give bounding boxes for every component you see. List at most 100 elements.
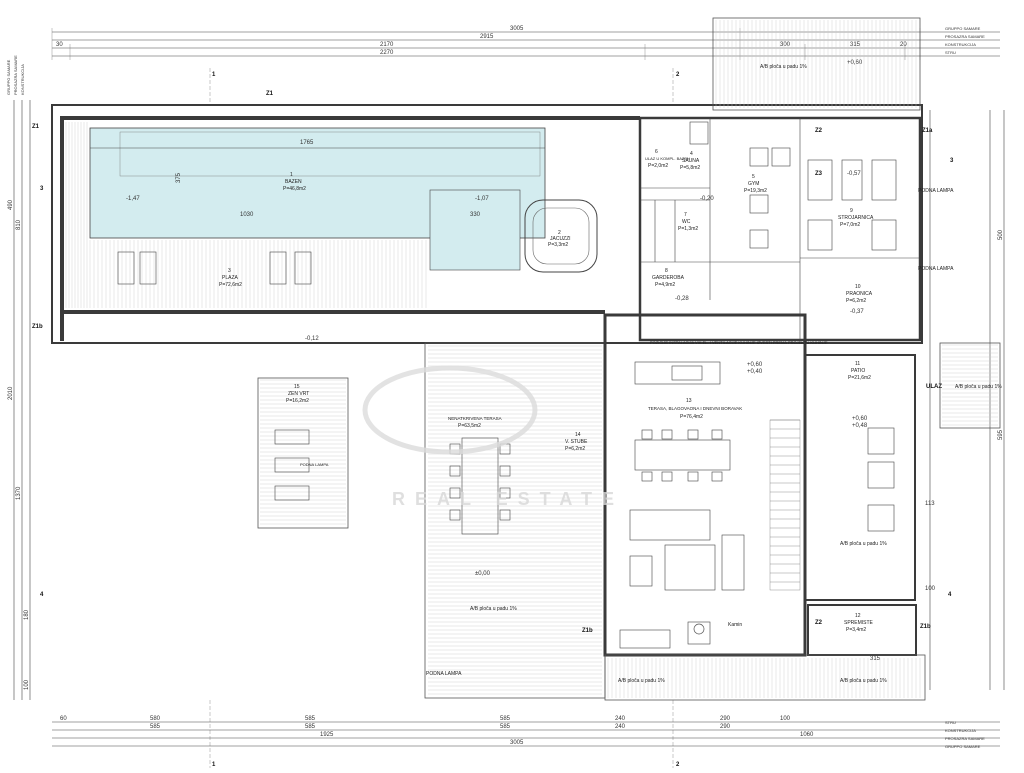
dim-top-b: 2170 [380,42,394,48]
dim-right-e: 315 [870,656,881,662]
pool-level-a: -1,47 [126,196,140,202]
slope-note-patio: A/B ploča u padu 1% [840,541,887,547]
sauna-num: 4 [690,151,693,157]
tag-z1b-right: Z1b [920,624,931,630]
fireplace-note: Kamin [728,622,742,628]
spremiste-num: 12 [855,613,861,619]
level-strojarnica: -0,57 [847,171,861,177]
axis-2-top: 2 [676,72,680,78]
dim-top-d: 315 [850,42,861,48]
legend-rb-1: STRU [945,720,956,725]
dim-right-d: 113 [925,501,935,507]
plaza-name: PLAZA [222,275,239,281]
kitchen-note: POZICIJE INSTALACIJA VIK.EL. I VENTILACI… [650,340,828,345]
floor-lamp-3: PODNA LAMPA [426,671,462,677]
kitchen-island [634,361,721,385]
dim-bottom-k: 240 [615,724,626,730]
sun-loungers [117,251,312,285]
praonica-name: PRAONICA [846,291,873,297]
pool-area: P=46,8m2 [283,186,306,192]
sofa-set [629,509,745,591]
top-dimension-chains: 3005 2915 2170 300 315 30 20 2270 [51,26,1000,60]
service-block [638,116,922,342]
pool-right-dim: 330 [470,212,481,218]
legend-rb-2: KONSTRUKCIJA [945,728,976,733]
watermark: REAL ESTATE [362,365,624,509]
slope-note-bottom-a: A/B ploča u padu 1% [618,678,665,684]
jacuzzi [524,199,598,273]
dim-left-f: 100 [24,679,30,690]
garderoba-name: GARDEROBA [652,275,685,281]
slope-note-terrace: A/B ploča u padu 1% [470,606,517,612]
sauna-area: P=5,8m2 [680,165,700,171]
axis-3-right: 3 [950,158,954,164]
bazen-engine-num: 6 [655,149,658,155]
zen-area: P=16,2m2 [286,398,309,404]
dim-bottom-a: 60 [60,716,67,722]
watermark-text: REAL ESTATE [392,489,624,509]
jacuzzi-area: P=3,3m2 [548,242,568,248]
living-name: TERASA, BLAGOVAONA I DNEVNI BORAVAK [648,406,742,411]
strojarnica-name: STROJARNICA [838,215,874,221]
gym-area: P=19,3m2 [744,188,767,194]
legend-left: GRUPPO SAMARE PROSAZRA SAMARE KONSTRUKCI… [6,55,25,95]
axis-1-top: 1 [212,72,216,78]
zen-num: 15 [294,384,300,390]
jacuzzi-name: JACUZZI [550,236,571,242]
dim-left-e: 180 [24,609,30,620]
dim-right-a: 500 [998,229,1004,240]
dim-bottom-c: 585 [305,716,316,722]
dim-right-b: 595 [998,429,1004,440]
legend-l-2: PROSAZRA SAMARE [13,55,18,95]
plaza-area: P=72,6m2 [219,282,242,288]
tag-z1-top: Z1 [266,91,274,97]
terrace-chairs [449,443,511,521]
tag-z1a: Z1a [922,128,933,134]
level-patio-a: +0,60 [852,416,868,422]
legend-l-3: KONSTRUKCIJA [20,64,25,95]
entrance-label: ULAZ [926,384,942,390]
floor-lamp-2: PODNA LAMPA [918,266,954,272]
zen-stepping-stones [274,429,310,501]
level-patio-b: +0,48 [852,423,868,429]
dim-left-b: 810 [16,219,22,230]
level-praonica: -0,37 [850,309,864,315]
dim-overall-top: 3005 [510,26,524,32]
dim-bottom-h: 585 [150,724,161,730]
axis-4-right: 4 [948,592,952,598]
dim-bottom-j: 585 [500,724,511,730]
praonica-num: 10 [855,284,861,290]
deck-hatch [65,122,427,308]
pool-num: 1 [290,172,293,178]
dim-bottom-m: 1925 [320,732,334,738]
slope-note-top: A/B ploča u padu 1% [760,64,807,70]
spremiste-area: P=3,4m2 [846,627,866,633]
patio-area: P=21,6m2 [848,375,871,381]
bottom-dimension-chains: 60 580 585 585 240 290 100 585 585 585 2… [52,716,1000,747]
dim-top-e: 30 [56,42,63,48]
tag-z2-b: Z2 [815,620,823,626]
level-garderoba: -0,28 [675,296,689,302]
terrace-area: P=63,5m2 [458,423,481,429]
lower-wing: NENATKRIVENA TERASA P=63,5m2 ±0,00 A/B p… [424,313,1002,701]
pool-inner-dim: 1030 [240,212,254,218]
dim-top-a: 2915 [480,34,494,40]
axis-4-left: 4 [40,592,44,598]
stair-outline [769,419,801,591]
gym-name: GYM [748,181,759,187]
wc-num: 7 [684,212,687,218]
living-area: P=76,4m2 [680,414,703,420]
terrace-name: NENATKRIVENA TERASA [448,416,502,421]
wall-tags: Z1 Z1 Z1b Z1a Z2 Z3 Z2 Z1b Z1b [32,91,933,634]
legend-rt-4: STRU [945,50,956,55]
wc-area: P=1,3m2 [678,226,698,232]
patio-planters [867,427,895,532]
dim-bottom-e: 240 [615,716,626,722]
bazen-engine-name: ULAZ U KOMPL. BAZEN [645,156,690,161]
strojarnica-area: P=7,0m2 [840,222,860,228]
sauna-name: SAUNA [682,158,700,164]
tag-z1-left: Z1 [32,124,40,130]
vstube-num: 14 [575,432,581,438]
